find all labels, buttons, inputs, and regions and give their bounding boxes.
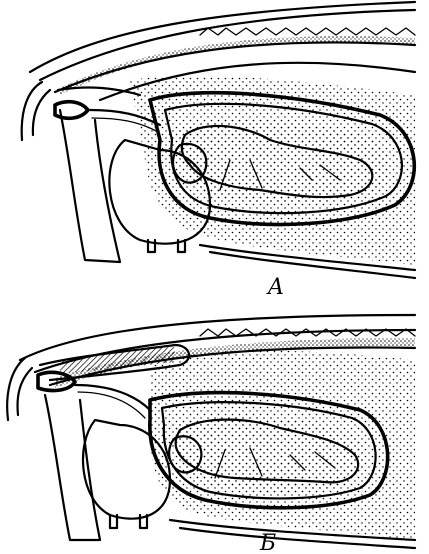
panel-b: Б — [7, 315, 415, 554]
tail — [7, 358, 25, 420]
hind-leg — [45, 395, 100, 540]
tail-inner — [33, 90, 50, 135]
vertebrae-band — [200, 28, 415, 35]
rectum — [58, 88, 140, 95]
panel-a: A — [22, 2, 415, 300]
tail-inner — [18, 368, 32, 415]
panel-label-b: Б — [259, 531, 276, 554]
birth-canal-inner — [78, 392, 145, 418]
panel-label-a: A — [266, 275, 284, 300]
hind-leg — [60, 110, 120, 262]
